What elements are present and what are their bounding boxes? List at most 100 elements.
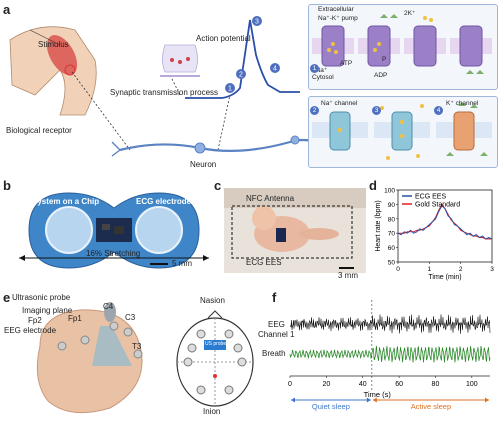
neuron-axon <box>119 138 331 152</box>
eeg-label-line2: Channel 1 <box>258 330 295 339</box>
panel-label-b: b <box>3 178 11 193</box>
chart-f-xlabel: Time (s) <box>364 390 392 399</box>
scale-bar-b <box>150 263 168 265</box>
series-line-ecg-ees <box>397 204 493 240</box>
adp-label: ADP <box>374 72 388 79</box>
series-line-breath <box>289 345 491 363</box>
series-line-eeg <box>289 314 491 334</box>
channel-step-4: 4 <box>434 99 443 117</box>
xtick-label: 3 <box>490 266 494 273</box>
inion-label: Inion <box>203 407 221 416</box>
scale-b-label: 5 mm <box>172 259 192 268</box>
panel-label-f: f <box>272 290 277 305</box>
xtick-label: 80 <box>432 381 440 388</box>
xtick-label: 2 <box>459 266 463 273</box>
imaging-plane-label: Imaging plane <box>22 306 73 315</box>
nfc-antenna-label: NFC Antenna <box>246 194 295 203</box>
action-potential-curve <box>185 19 300 99</box>
stimulus-label: Stimulus <box>38 40 69 49</box>
ytick-label: 60 <box>388 245 396 252</box>
right-electrode <box>135 206 183 254</box>
synaptic-transmission-label: Synaptic transmission process <box>110 88 219 97</box>
electrode-fp1-label: Fp1 <box>68 314 82 323</box>
ytick-label: 50 <box>388 260 396 267</box>
chart-d-ylabel: Heart rate (bpm) <box>375 200 382 251</box>
ultrasonic-probe-label: Ultrasonic probe <box>12 293 71 302</box>
extracellular-label: Extracellular <box>318 6 354 13</box>
k-channel-label: K⁺ channel <box>446 100 479 107</box>
synapse-illustration <box>162 44 198 73</box>
ecg-ees-device <box>276 228 286 242</box>
imaging-plane-shape <box>92 326 132 366</box>
panel-b-graphic <box>14 188 214 273</box>
pump-step-1: 1 <box>310 57 319 75</box>
na-channel-label: Na⁺ channel <box>321 100 358 107</box>
electrode-c4-label: C4 <box>103 302 114 311</box>
legend-label: ECG EES <box>415 194 446 201</box>
atp-label: ATP <box>340 60 353 67</box>
annotation-label: Quiet sleep <box>312 402 350 411</box>
left-electrode <box>45 206 93 254</box>
p-label: P <box>382 56 387 63</box>
xtick-label: 100 <box>466 381 478 388</box>
panel-c-photo <box>224 188 366 273</box>
cytosol-label: Cytosol <box>312 74 334 81</box>
panel-label-e: e <box>3 290 11 305</box>
xtick-label: 20 <box>322 381 330 388</box>
antenna-outline <box>231 205 353 259</box>
xtick-label: 0 <box>288 381 292 388</box>
neuron-label: Neuron <box>190 160 217 169</box>
ytick-label: 70 <box>388 231 396 238</box>
ultrasonic-probe-shape <box>104 302 116 322</box>
breath-label: Breath <box>262 349 286 358</box>
pump-name-label: Na⁺-K⁺ pump <box>318 15 358 22</box>
xtick-label: 0 <box>396 266 400 273</box>
panel-label-a: a <box>3 2 11 17</box>
panel-label-d: d <box>369 178 377 193</box>
pump-illustrations <box>312 14 492 74</box>
legend-label: Gold Standard <box>415 202 460 209</box>
baby-head <box>252 206 276 230</box>
xtick-label: 40 <box>359 381 367 388</box>
step-3-marker <box>252 16 262 26</box>
step-4-marker <box>270 63 280 73</box>
electrode-t3-label: T3 <box>132 342 142 351</box>
biological-receptor-label: Biological receptor <box>6 126 72 135</box>
channel-step-2: 2 <box>310 99 319 117</box>
step-1-marker <box>225 83 235 93</box>
xtick-label: 60 <box>395 381 403 388</box>
ytick-label: 80 <box>388 216 396 223</box>
chart-d-xlabel: Time (min) <box>428 274 461 281</box>
step-2-text: 2 <box>239 72 243 79</box>
k2-label: 2K⁺ <box>404 10 416 17</box>
panel-e-graphic <box>36 302 254 414</box>
receptor-circle <box>64 64 76 76</box>
channel-step-3: 3 <box>372 99 381 117</box>
electrode-c3-label: C3 <box>125 313 136 322</box>
arm-illustration <box>9 26 97 116</box>
ytick-label: 100 <box>384 188 395 195</box>
panel-a-graphic: 1 2 3 4 <box>9 16 339 157</box>
action-potential-label: Action potential <box>196 34 251 43</box>
stretching-label: 16% Stretching <box>86 249 141 258</box>
ytick-label: 90 <box>388 202 396 209</box>
neuron-body <box>194 142 206 154</box>
us-probe-label: US probe <box>205 341 227 347</box>
step-2-marker <box>236 69 246 79</box>
chart-d-frame <box>397 189 493 263</box>
ecg-electrode-label: ECG electrode <box>136 197 192 206</box>
channel-illustrations <box>312 102 492 160</box>
electrode-fp2-label: Fp2 <box>28 316 42 325</box>
nasion-label: Nasion <box>200 296 225 305</box>
annotation-label: Active sleep <box>411 402 451 411</box>
scale-c-label: 3 mm <box>338 271 358 280</box>
step-1-text: 1 <box>228 86 232 93</box>
eeg-electrode-label: EEG electrode <box>4 326 57 335</box>
ecg-ees-label: ECG EES <box>246 258 282 267</box>
xtick-label: 1 <box>428 266 432 273</box>
step-4-text: 4 <box>273 66 277 73</box>
system-on-chip-label: System on a Chip <box>32 197 100 206</box>
na3-label: 3Na⁺ <box>312 67 328 74</box>
